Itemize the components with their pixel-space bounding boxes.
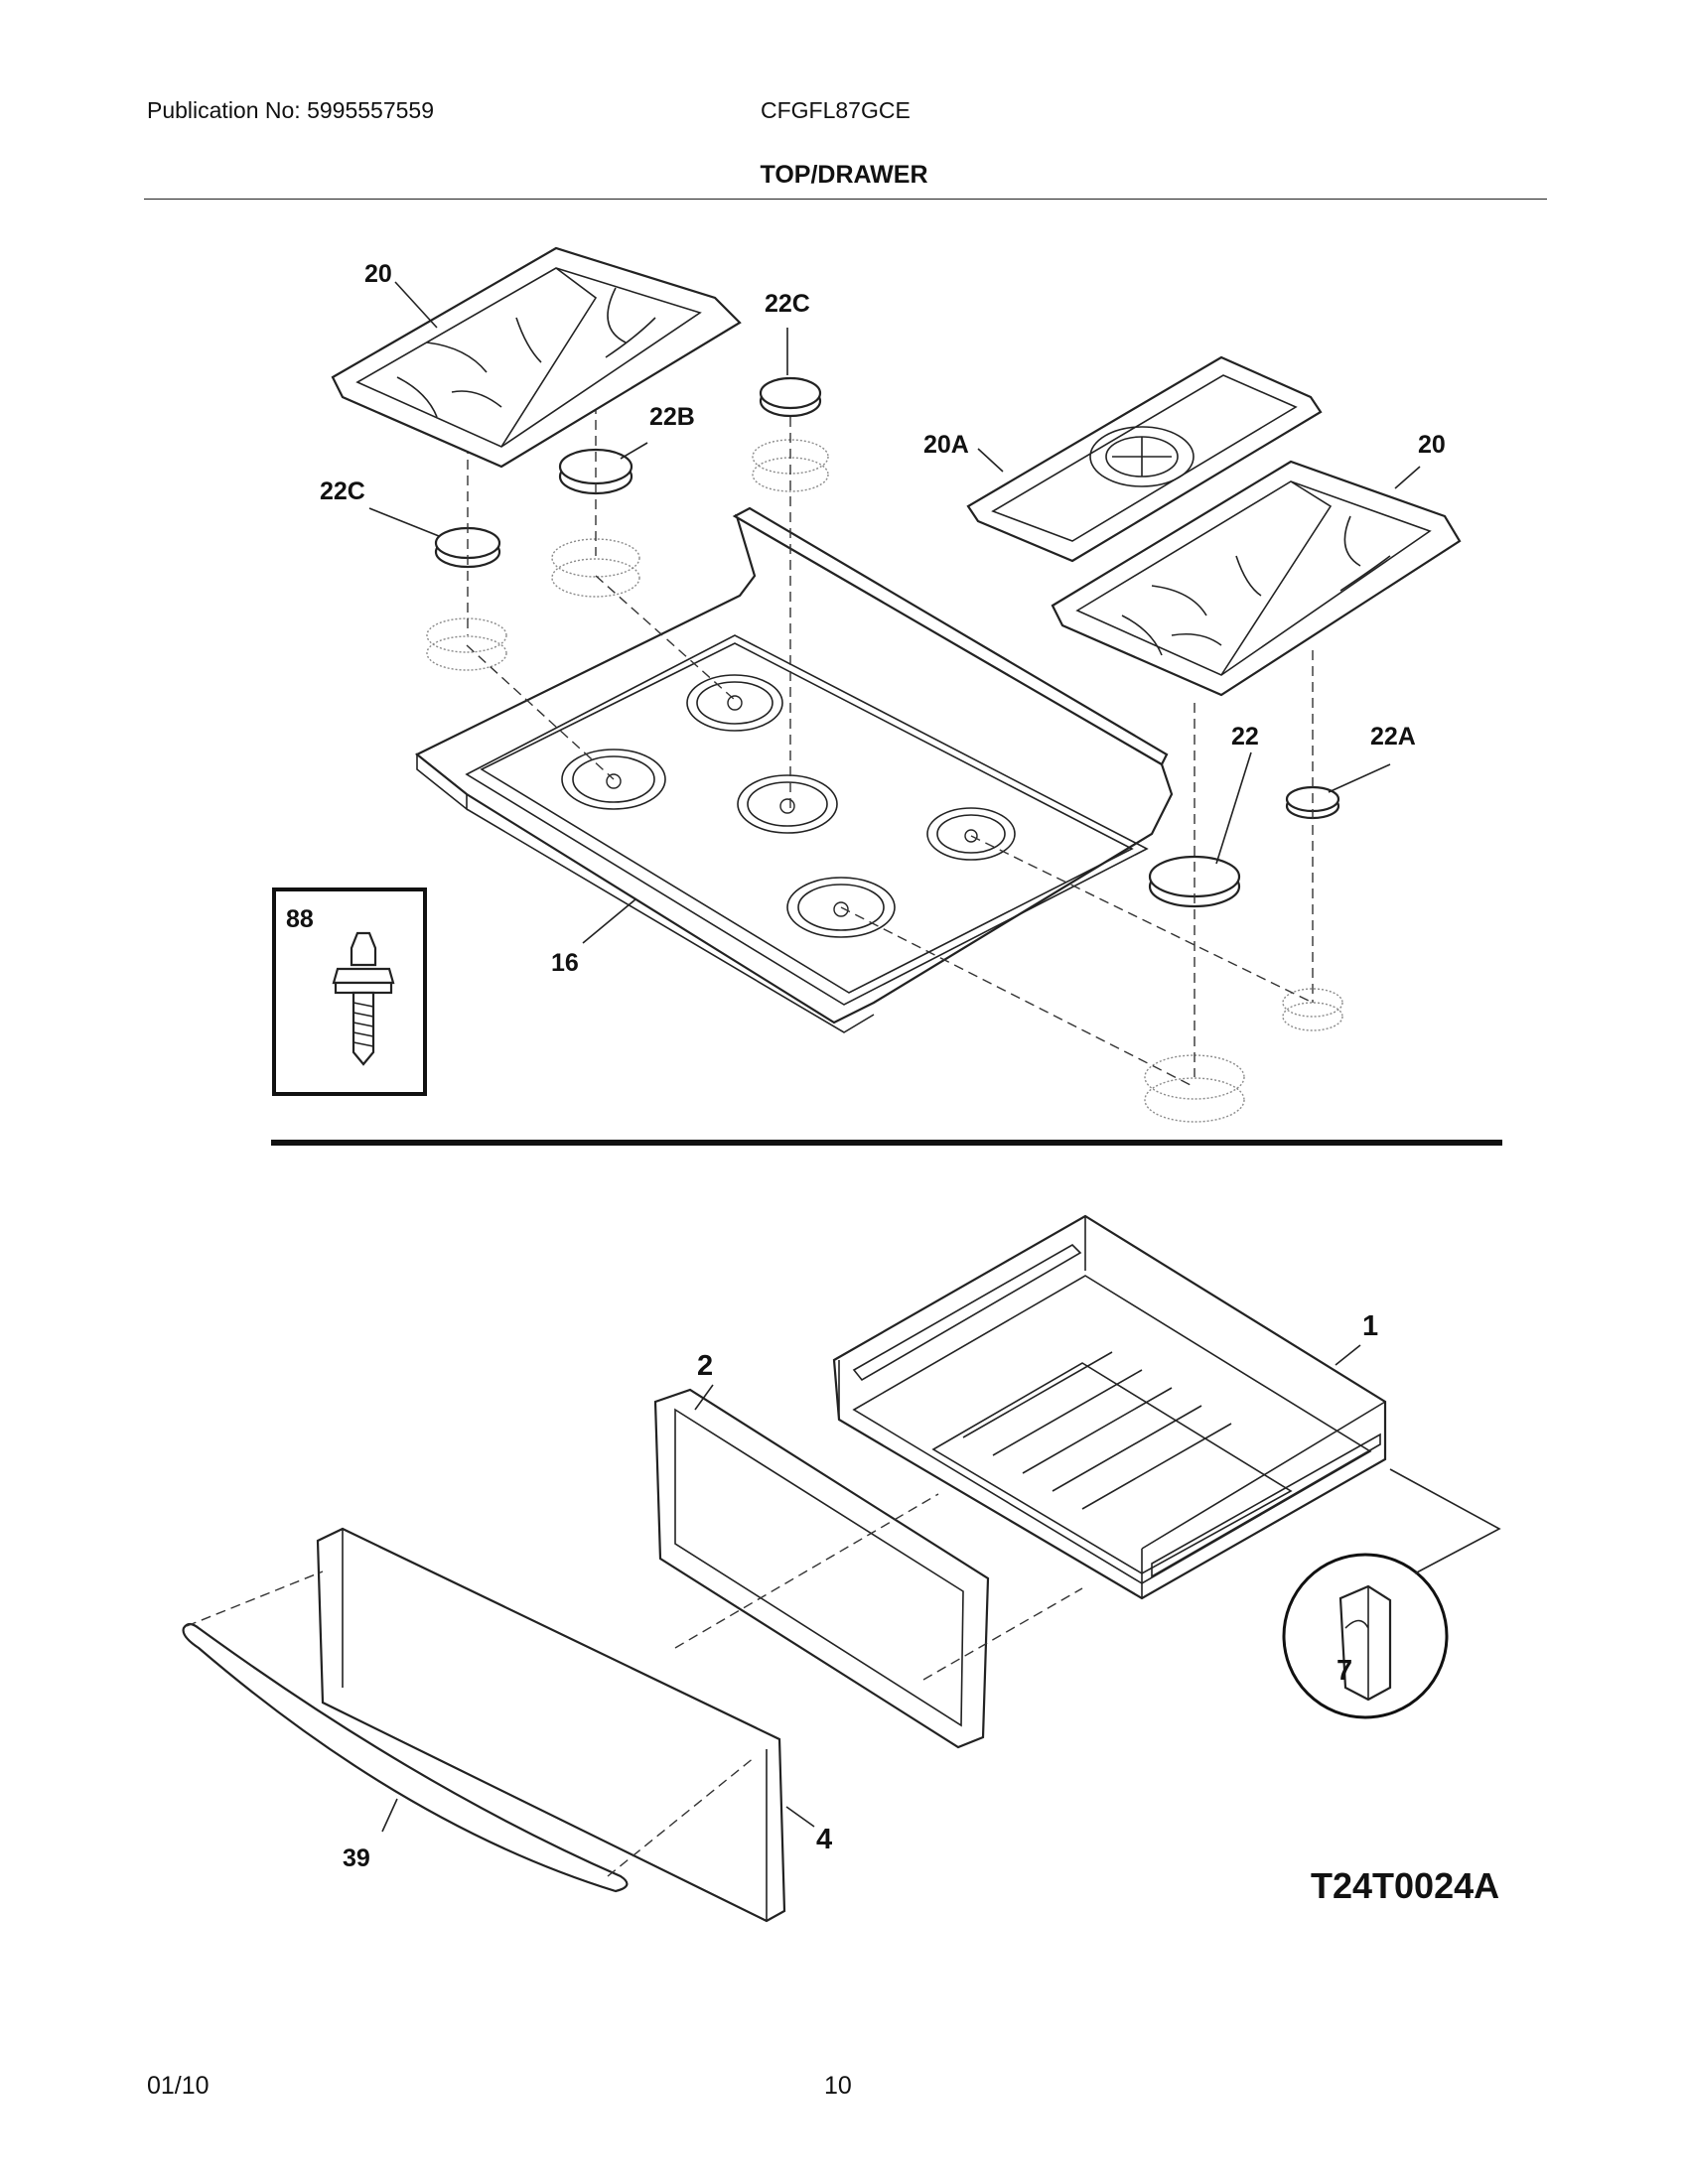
cap-22c-top	[759, 376, 822, 418]
grate-left-part-20	[331, 246, 742, 469]
callout-16: 16	[551, 949, 579, 977]
grate-part-20a	[966, 355, 1323, 563]
model-number: CFGFL87GCE	[761, 97, 911, 123]
callout-7: 7	[1336, 1655, 1352, 1687]
section-title: TOP/DRAWER	[760, 161, 928, 189]
burner-opening-center	[737, 774, 838, 834]
callout-22: 22	[1231, 723, 1259, 751]
callout-22c-top: 22C	[765, 290, 810, 318]
diagram-code: T24T0024A	[1311, 1865, 1499, 1906]
top-leader-lines	[368, 281, 1421, 944]
clip-inset-part-7	[1282, 1468, 1501, 1719]
alignment-lines	[466, 293, 1314, 1088]
burner-opening-rear-right	[926, 807, 1016, 861]
callout-22a: 22A	[1370, 723, 1416, 751]
callout-88: 88	[286, 905, 314, 933]
drawer-front-panel-part-4	[316, 1527, 786, 1923]
header-rule	[144, 199, 1547, 200]
callout-2: 2	[697, 1350, 713, 1382]
burner-caps	[434, 376, 1340, 908]
callout-4: 4	[816, 1824, 832, 1855]
callout-22b: 22B	[649, 403, 695, 431]
drawer-alignment-lines	[186, 1493, 1083, 1877]
callout-20-left: 20	[364, 260, 392, 288]
drawer-handle-part-39	[182, 1622, 629, 1893]
section-divider	[271, 1140, 1502, 1146]
drawer-frame-part-2	[653, 1388, 990, 1749]
burner-opening-rear-left	[686, 674, 783, 732]
callout-1: 1	[1362, 1310, 1378, 1342]
burner-opening-front-right	[786, 877, 896, 938]
footer-page-number: 10	[824, 2072, 852, 2100]
publication-number: Publication No: 5995557559	[147, 97, 435, 123]
footer-date: 01/10	[147, 2072, 210, 2100]
callout-39: 39	[343, 1844, 370, 1872]
callout-20-right: 20	[1418, 431, 1446, 459]
cooktop-part-16	[414, 506, 1174, 1033]
burner-opening-front-left	[561, 749, 666, 810]
callout-20a: 20A	[923, 431, 969, 459]
screw-inset-part-88	[272, 887, 427, 1096]
callout-22c-left: 22C	[320, 478, 365, 505]
bottom-leader-lines	[381, 1344, 1361, 1833]
drawer-body-part-1	[832, 1214, 1387, 1600]
grate-right-part-20	[1051, 460, 1462, 697]
